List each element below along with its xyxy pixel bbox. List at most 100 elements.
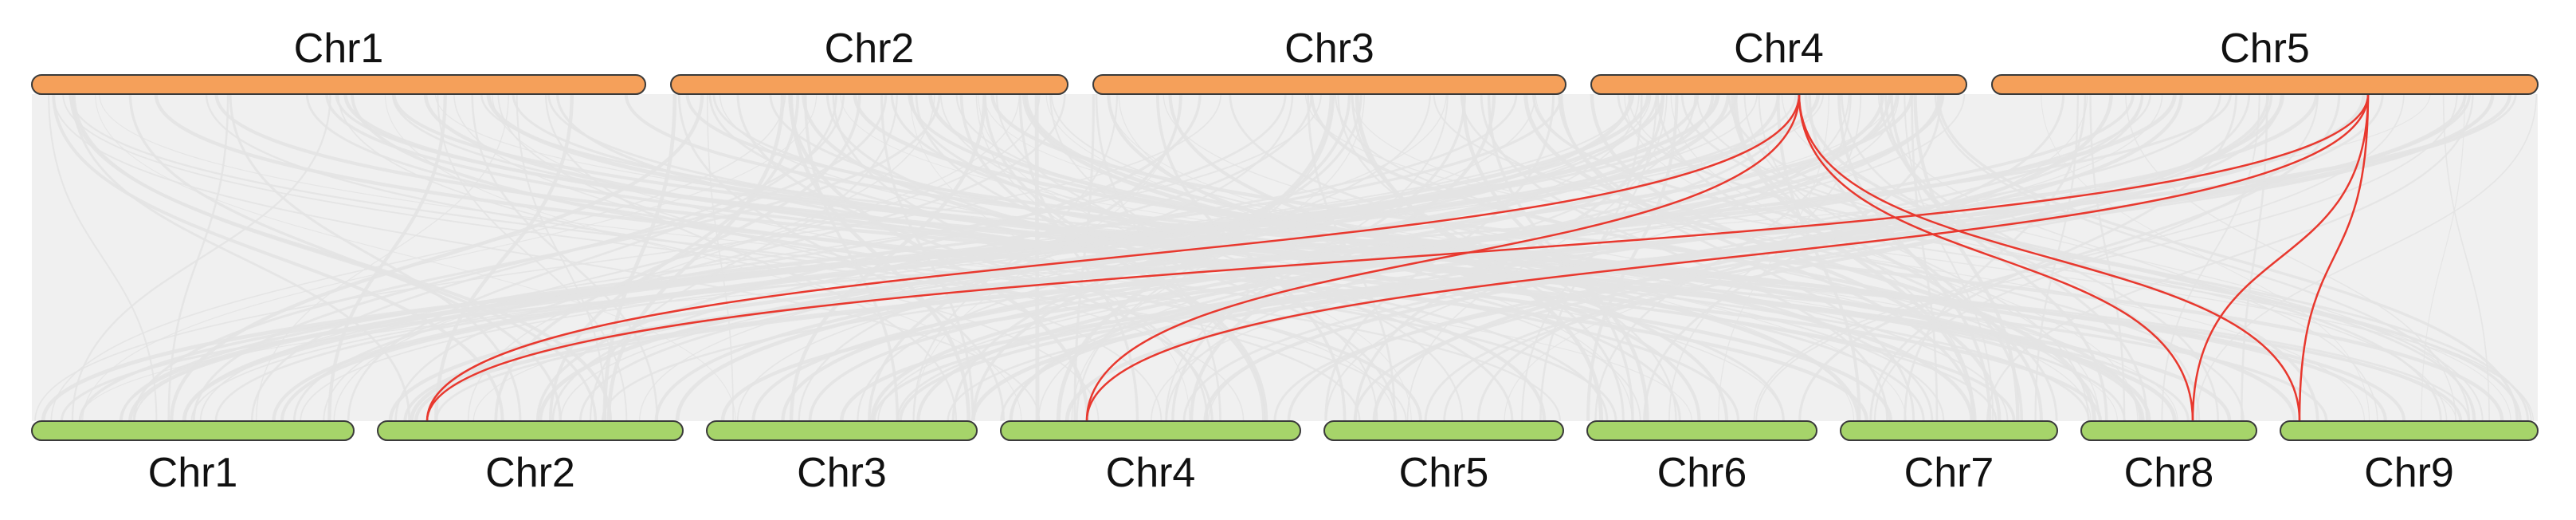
highlighted-link-6 bbox=[2191, 93, 2370, 422]
top-chromosome-bar-t4 bbox=[1590, 74, 1967, 95]
bottom-chromosome-label-b8: Chr8 bbox=[2124, 450, 2214, 496]
background-link bbox=[1049, 93, 1378, 422]
highlighted-link-2 bbox=[1798, 93, 2194, 422]
background-link bbox=[1911, 93, 1939, 422]
background-link bbox=[706, 93, 734, 422]
background-link bbox=[983, 93, 1268, 422]
background-link bbox=[909, 93, 1190, 422]
top-chromosome-bar-t1 bbox=[31, 74, 646, 95]
background-link bbox=[1151, 93, 1900, 422]
background-link bbox=[1155, 93, 1347, 422]
background-link bbox=[1000, 93, 2143, 422]
background-link bbox=[769, 93, 1925, 422]
background-link bbox=[1656, 93, 2058, 422]
background-link bbox=[434, 93, 574, 422]
background-synteny-links bbox=[32, 93, 2538, 422]
background-link bbox=[1590, 93, 2002, 422]
bottom-chromosome-label-b9: Chr9 bbox=[2364, 450, 2454, 496]
top-chromosome-bar-t2 bbox=[670, 74, 1068, 95]
background-link bbox=[1586, 93, 1679, 422]
background-link bbox=[995, 93, 1464, 422]
background-link bbox=[1841, 93, 2201, 422]
background-link bbox=[1165, 93, 1449, 422]
background-link bbox=[913, 93, 1181, 422]
background-link bbox=[1668, 93, 1862, 422]
background-link bbox=[1287, 93, 2270, 422]
background-link bbox=[1337, 93, 1677, 422]
top-chromosome-label-t5: Chr5 bbox=[2220, 26, 2310, 72]
background-link bbox=[351, 93, 1422, 422]
background-link bbox=[601, 93, 2152, 422]
background-link bbox=[467, 93, 935, 422]
background-link bbox=[1986, 93, 2474, 422]
background-link bbox=[73, 93, 598, 422]
background-link bbox=[2161, 93, 2260, 422]
background-link bbox=[1353, 93, 2273, 422]
background-link bbox=[1535, 93, 2511, 422]
bottom-chromosome-label-b6: Chr6 bbox=[1657, 450, 1747, 496]
background-link bbox=[82, 93, 817, 422]
highlighted-link-3 bbox=[1798, 93, 2301, 422]
highlighted-link-1 bbox=[1085, 93, 1801, 422]
background-link bbox=[1056, 93, 1334, 422]
bottom-genome-chromosomes: Chr1 Chr2 Chr3 Chr4 Chr5 Chr6 Chr7 Chr8 Chr9 bbox=[31, 420, 2539, 496]
background-link bbox=[205, 93, 1361, 422]
bottom-chromosome-label-b1: Chr1 bbox=[148, 450, 238, 496]
highlighted-link-5 bbox=[1085, 93, 2370, 422]
background-link bbox=[50, 93, 786, 422]
background-link bbox=[69, 93, 1562, 422]
background-link bbox=[1890, 93, 2108, 422]
background-link bbox=[423, 93, 1893, 422]
background-link bbox=[638, 93, 1447, 422]
background-link bbox=[1696, 93, 2484, 422]
bottom-chromosome-label-b3: Chr3 bbox=[797, 450, 887, 496]
top-chromosome-label-t2: Chr2 bbox=[825, 26, 915, 72]
background-link bbox=[323, 93, 1041, 422]
background-link bbox=[214, 93, 1797, 422]
top-chromosome-label-t4: Chr4 bbox=[1734, 26, 1824, 72]
background-link bbox=[1837, 93, 1992, 422]
background-link bbox=[1904, 93, 1994, 422]
background-link bbox=[1372, 93, 2113, 422]
background-link bbox=[62, 93, 1407, 422]
bottom-chromosome-label-b4: Chr4 bbox=[1106, 450, 1196, 496]
background-link bbox=[910, 93, 1681, 422]
bottom-chromosome-label-b7: Chr7 bbox=[1904, 450, 1994, 496]
background-link bbox=[789, 93, 971, 422]
background-link bbox=[1424, 93, 2283, 422]
background-link bbox=[840, 93, 2118, 422]
background-link bbox=[384, 93, 1022, 422]
bottom-chromosome-bar-b8 bbox=[2080, 420, 2257, 441]
background-link bbox=[602, 93, 677, 422]
highlighted-link-0 bbox=[425, 93, 1801, 422]
background-link bbox=[2041, 93, 2370, 422]
background-link bbox=[516, 93, 606, 422]
background-link bbox=[119, 93, 1739, 422]
background-link bbox=[347, 93, 837, 422]
top-chromosome-bar-t3 bbox=[1092, 74, 1566, 95]
background-link bbox=[589, 93, 898, 422]
background-link bbox=[1071, 93, 1365, 422]
background-link bbox=[535, 93, 1202, 422]
background-link bbox=[2442, 93, 2490, 422]
bottom-chromosome-label-b5: Chr5 bbox=[1399, 450, 1489, 496]
background-link bbox=[1628, 93, 2448, 422]
bottom-chromosome-bar-b6 bbox=[1586, 420, 1817, 441]
background-link bbox=[486, 93, 2177, 422]
bottom-chromosome-label-b2: Chr2 bbox=[485, 450, 575, 496]
background-link bbox=[955, 93, 1945, 422]
background-link bbox=[736, 93, 1214, 422]
top-chromosome-label-t3: Chr3 bbox=[1284, 26, 1374, 72]
background-link bbox=[1273, 93, 2384, 422]
background-link bbox=[1443, 93, 2251, 422]
background-link bbox=[192, 93, 888, 422]
background-link bbox=[1670, 93, 2100, 422]
background-link bbox=[337, 93, 1100, 422]
bottom-chromosome-bar-b7 bbox=[1840, 420, 2058, 441]
top-chromosome-bar-t5 bbox=[1991, 74, 2539, 95]
highlighted-synteny-links bbox=[425, 93, 2370, 422]
bottom-chromosome-bar-b5 bbox=[1323, 420, 1564, 441]
background-link bbox=[414, 93, 2512, 422]
background-link bbox=[72, 93, 411, 422]
